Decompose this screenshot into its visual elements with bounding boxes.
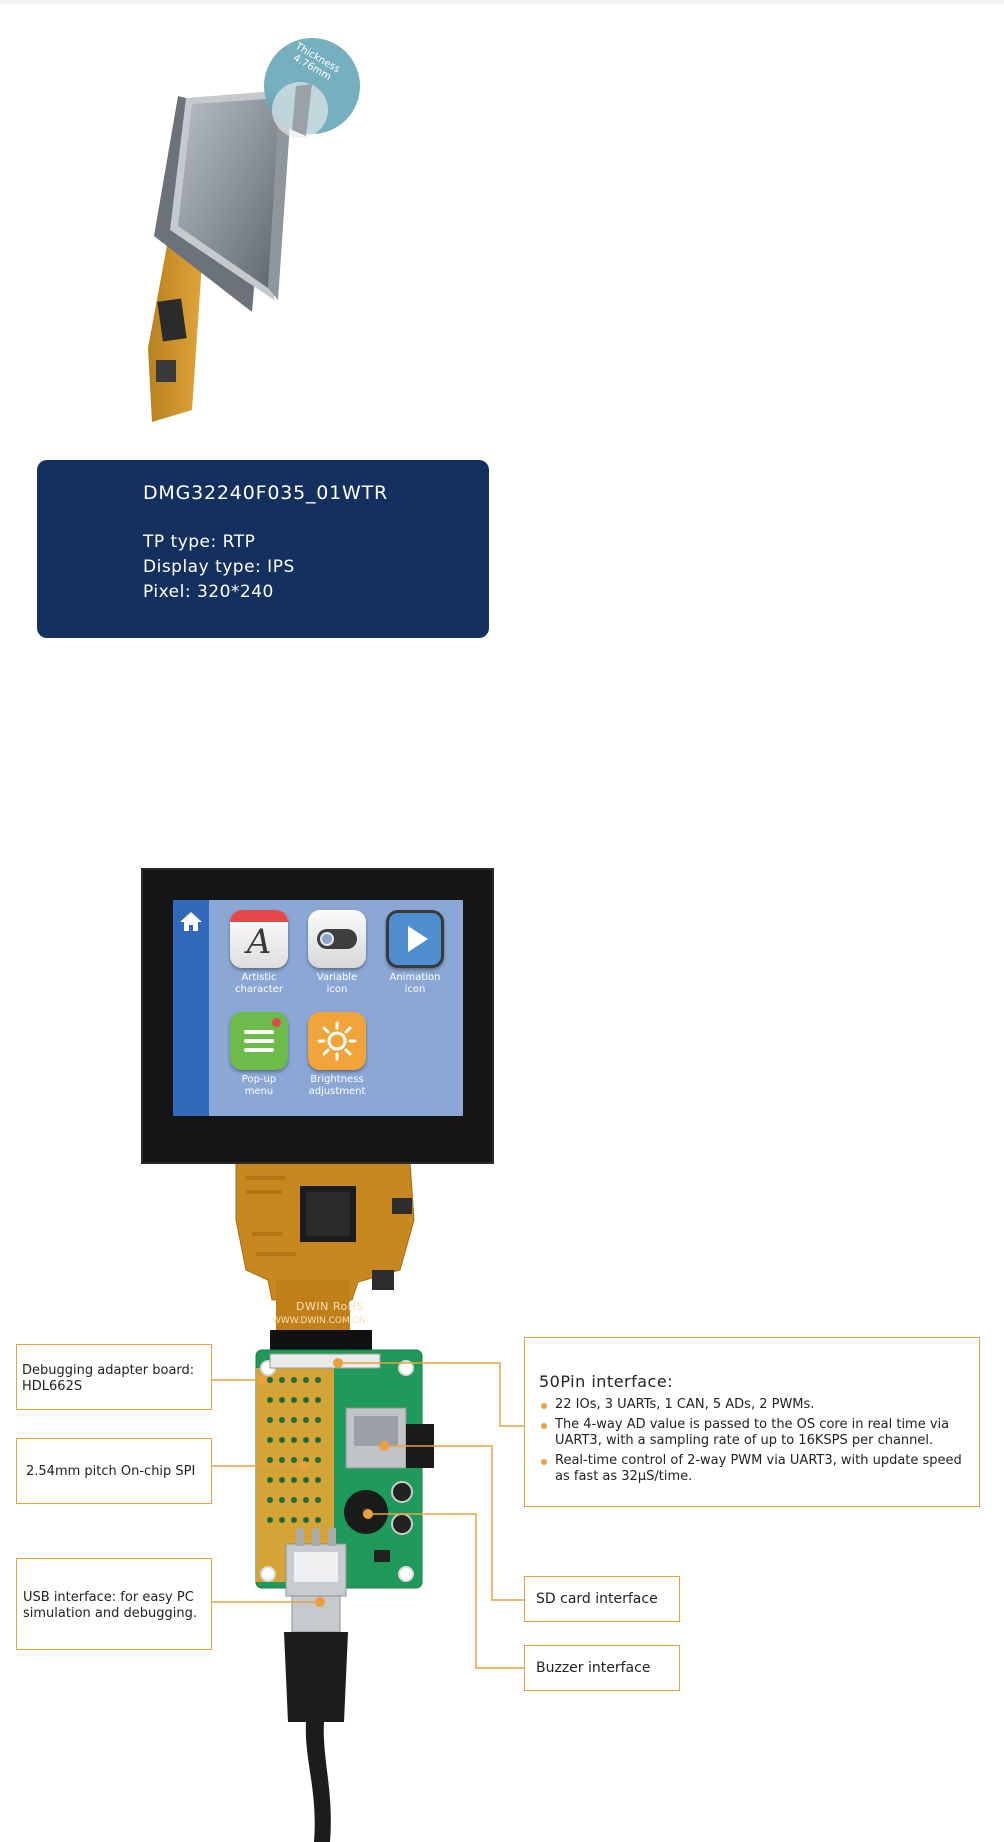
artistic-character-icon: A	[230, 910, 288, 968]
home-icon[interactable]	[179, 910, 203, 932]
callout-50pin: 50Pin interface: 22 IOs, 3 UARTs, 1 CAN,…	[524, 1337, 980, 1507]
callout-buzzer: Buzzer interface	[524, 1645, 680, 1691]
sun-icon	[308, 1012, 366, 1070]
pin50-bullet-1: 22 IOs, 3 UARTs, 1 CAN, 5 ADs, 2 PWMs.	[555, 1397, 815, 1412]
fpc-url-print: WWW.DWIN.COM.CN	[272, 1316, 366, 1326]
pixel-resolution: Pixel: 320*240	[143, 582, 274, 602]
device-hardware-drawing	[212, 1161, 524, 1842]
fpc-brand-print: DWIN RoHS	[296, 1300, 364, 1313]
bullet-dot	[541, 1423, 547, 1429]
menu-icon	[230, 1012, 288, 1070]
pin50-bullet-3: Real-time control of 2-way PWM via UART3…	[555, 1453, 962, 1484]
screen-sidebar	[173, 900, 209, 1116]
callout-sd-card: SD card interface	[524, 1576, 680, 1622]
play-icon	[386, 910, 444, 968]
product-info-card: DMG32240F035_01WTR TP type: RTP Display …	[37, 460, 489, 638]
lcd-module-photo	[148, 38, 360, 422]
top-divider	[0, 0, 1004, 4]
model-number: DMG32240F035_01WTR	[143, 482, 389, 504]
pin50-title: 50Pin interface:	[539, 1372, 674, 1391]
callout-usb: USB interface: for easy PC simulation an…	[16, 1558, 212, 1650]
bullet-dot	[541, 1459, 547, 1465]
toggle-icon	[308, 910, 366, 968]
display-type: Display type: IPS	[143, 557, 295, 577]
pin50-bullet-2: The 4-way AD value is passed to the OS c…	[555, 1417, 950, 1448]
bullet-dot	[541, 1403, 547, 1409]
50pin-connector	[269, 1353, 381, 1369]
tp-type: TP type: RTP	[143, 532, 256, 552]
callout-spi: 2.54mm pitch On-chip SPI	[16, 1438, 212, 1504]
callout-debug-board: Debugging adapter board: HDL662S	[16, 1344, 212, 1410]
